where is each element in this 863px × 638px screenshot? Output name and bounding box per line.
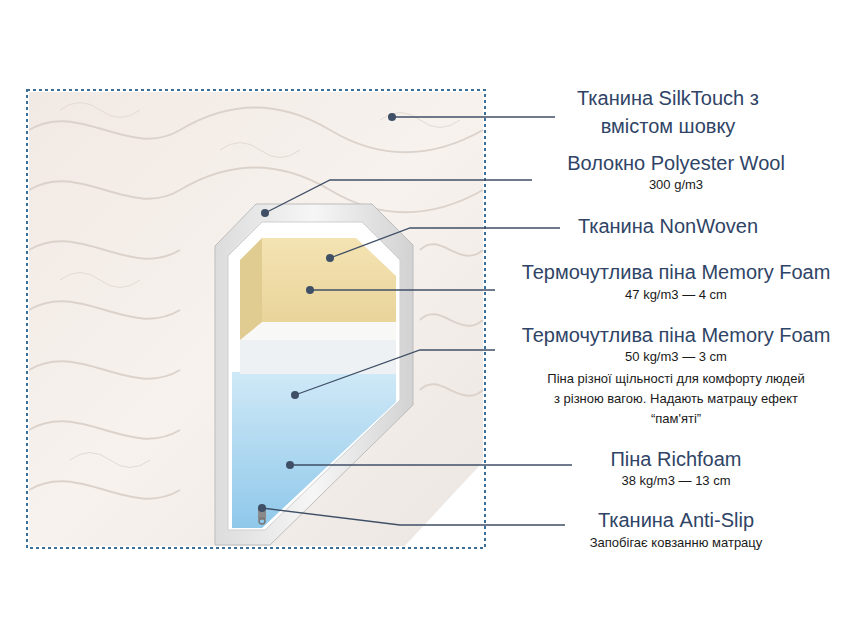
leader-dot [258, 113, 396, 512]
layer-name: Піна Richfoam [546, 446, 806, 472]
layer-spec: 300 g/m3 [576, 176, 776, 194]
layer-note: Піна різної щільності для комфорту людей… [545, 369, 807, 429]
layer-name: Тканина Anti-Slip [546, 507, 806, 533]
layer-name: Термочутлива піна Memory Foam [511, 259, 841, 285]
layer-name: Тканина SilkTouch з вмістом шовку [543, 84, 793, 140]
layer-note: Запобігає ковзанню матрацу [546, 534, 806, 552]
layer-name: Волокно Polyester Wool [526, 150, 826, 176]
layer-name: Тканина NonWoven [538, 213, 798, 239]
layer-spec: 38 kg/m3 — 13 cm [576, 472, 776, 490]
leader-line [262, 117, 572, 525]
layer-spec: 47 kg/m3 — 4 cm [576, 286, 776, 304]
layer-spec: 50 kg/m3 — 3 cm [576, 348, 776, 366]
layer-name: Термочутлива піна Memory Foam [511, 322, 841, 348]
